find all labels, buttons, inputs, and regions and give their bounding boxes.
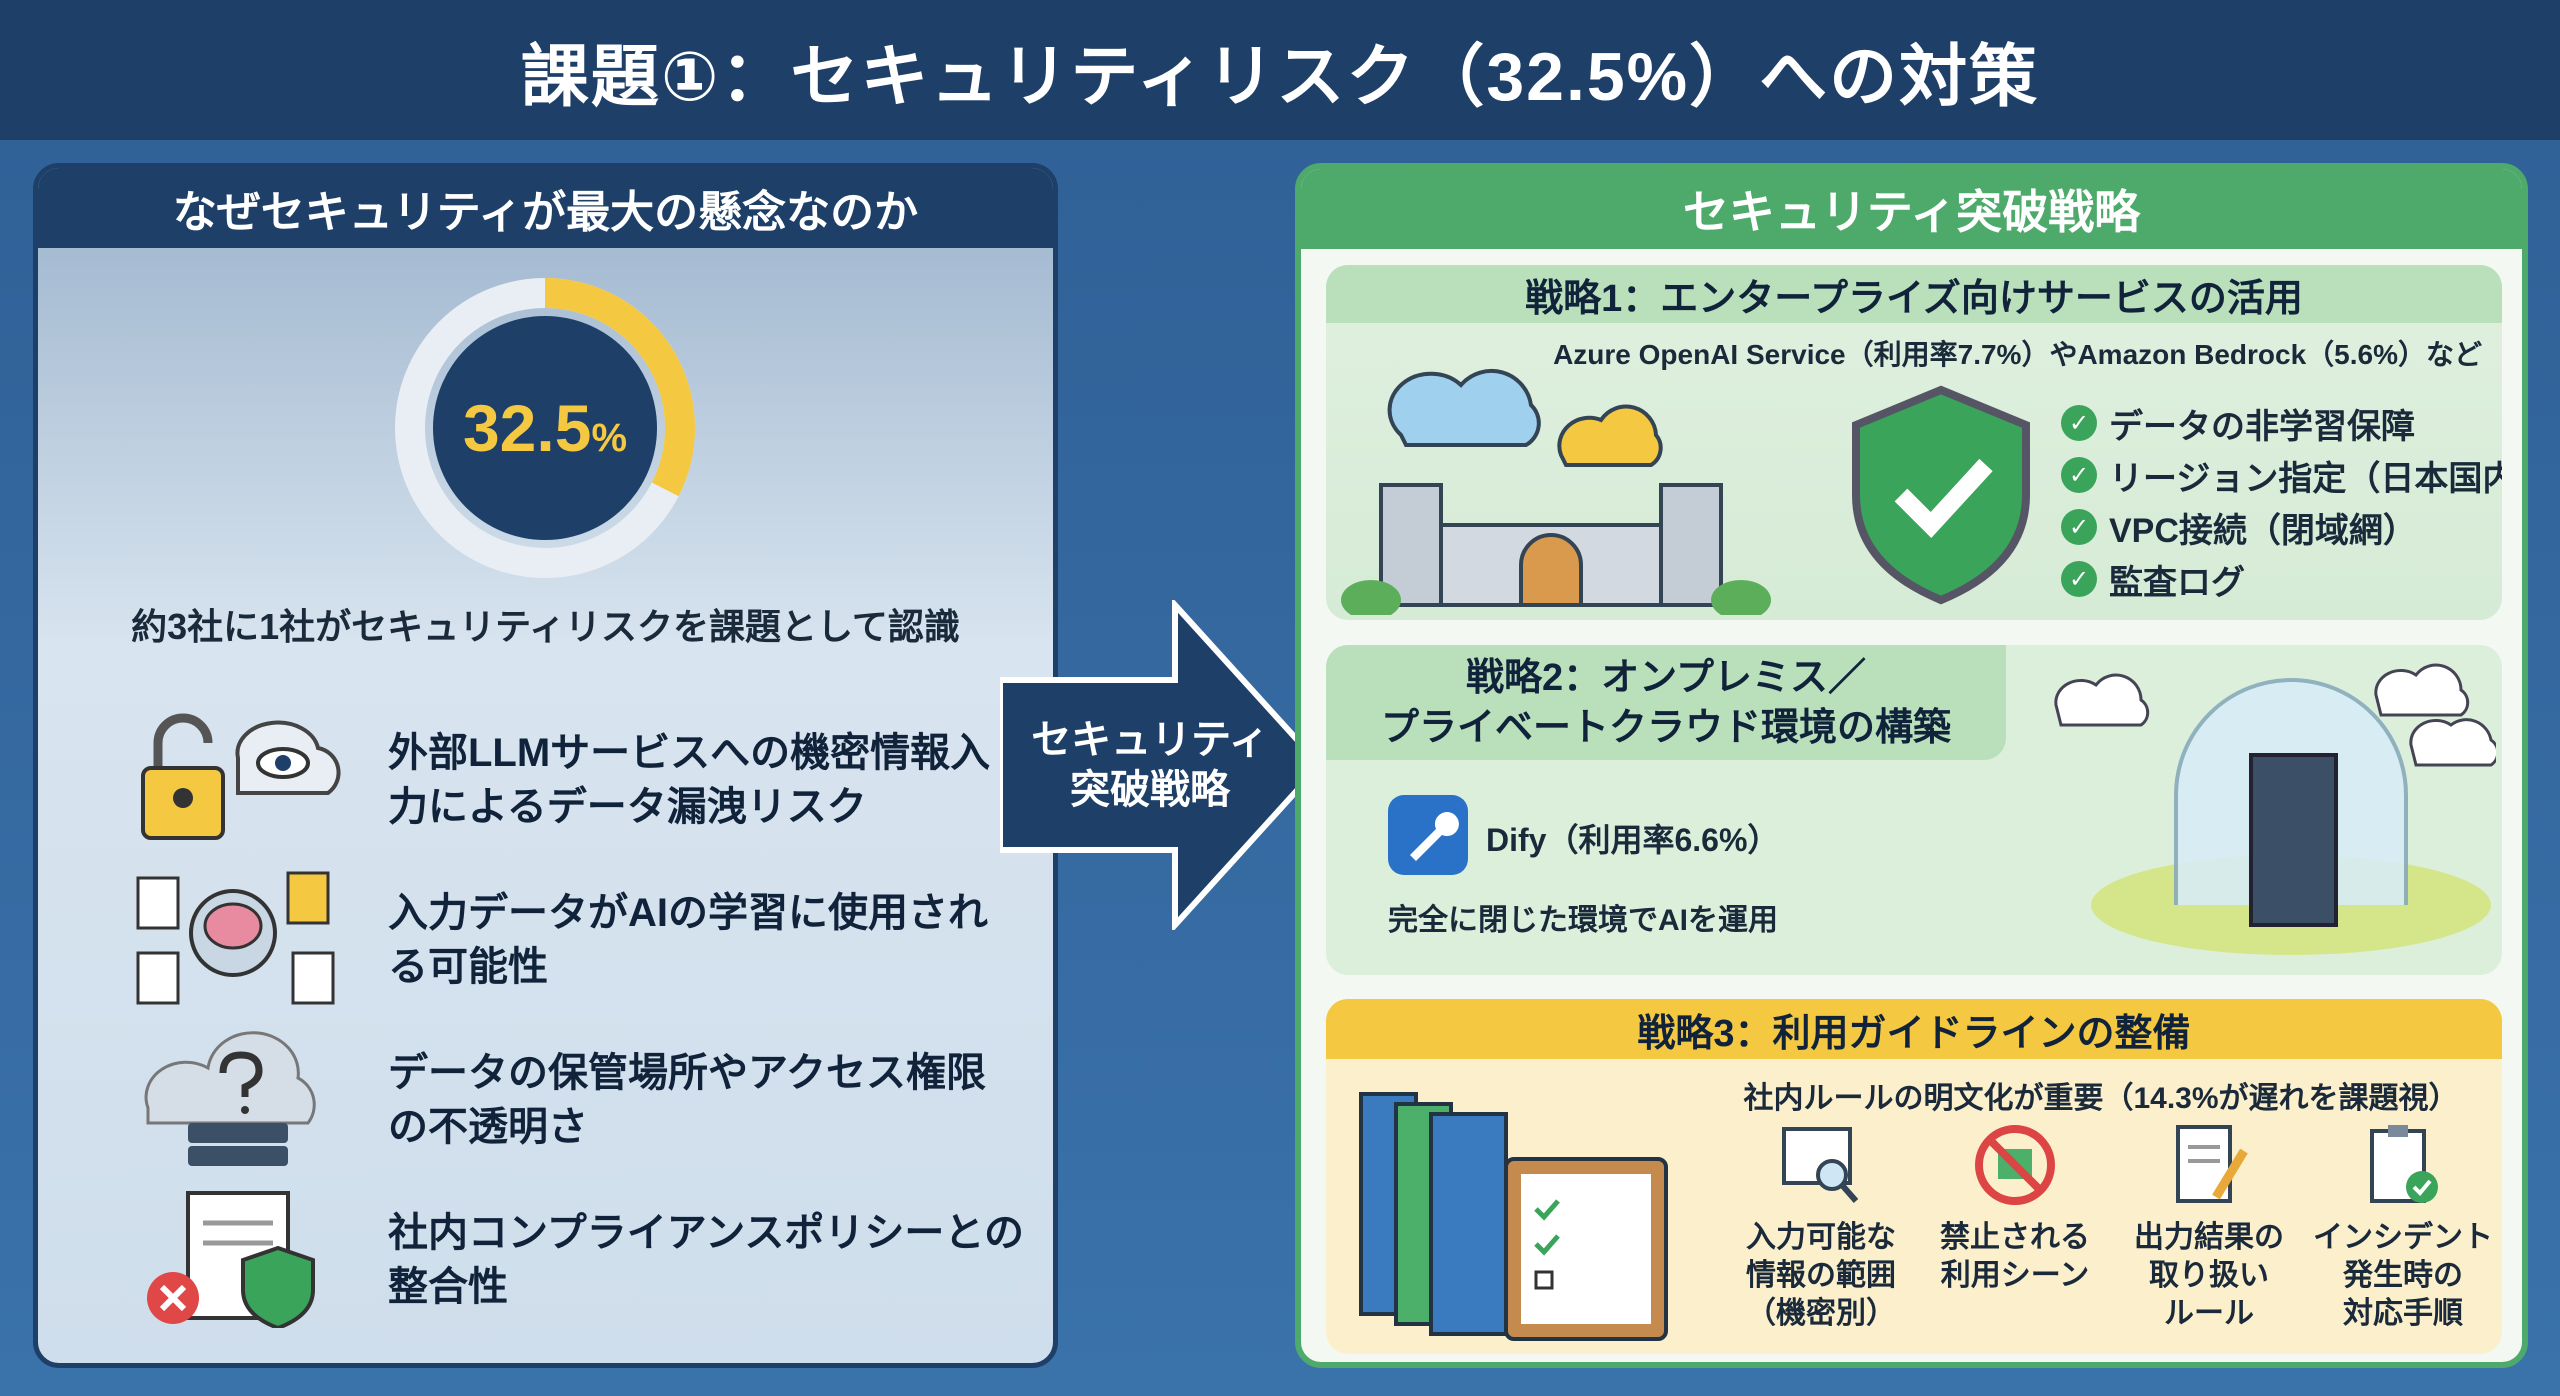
strategy-3-subtitle: 社内ルールの明文化が重要（14.3%が遅れを課題視）: [1743, 1082, 2459, 1115]
donut-chart: [395, 278, 695, 578]
check-icon: ✓: [2061, 405, 2097, 441]
check-icon: ✓: [2061, 509, 2097, 545]
risk-text-line: の不透明さ: [388, 1105, 588, 1149]
risk-text-line: 力によるデータ漏洩リスク: [388, 785, 867, 829]
brain-documents-icon: [136, 871, 335, 1005]
strategy-2-title: 戦略2：オンプレミス／プライベートクラウド環境の構築: [1326, 645, 2006, 760]
risk-text-line: 入力データがAIの学習に使用され: [388, 891, 988, 935]
guideline-item: インシデント発生時の対応手順: [2308, 1121, 2498, 1333]
guideline-list: 入力可能な情報の範囲（機密別） 禁止される利用シーン 出力結果の取り扱いルール …: [1726, 1121, 2498, 1333]
strategy-arrow: [1000, 600, 1325, 930]
guideline-item: 禁止される利用シーン: [1920, 1121, 2110, 1333]
check-item: ✓VPC接続（閉域網）: [2061, 501, 2502, 553]
strategy-1-card: 戦略1：エンタープライズ向けサービスの活用 Azure OpenAI Servi…: [1326, 265, 2502, 620]
page-title: 課題①：セキュリティリスク（32.5%）への対策: [0, 0, 2560, 140]
right-panel: セキュリティ突破戦略 戦略1：エンタープライズ向けサービスの活用 Azure O…: [1295, 163, 2528, 1368]
server-dome-cloud-icon: [2054, 663, 2496, 955]
risk-item: 社内コンプライアンスポリシーとの整合性: [78, 1188, 1038, 1338]
dify-label: Dify（利用率6.6%）: [1486, 822, 1780, 858]
castle-cloud-icon: [1341, 368, 1771, 615]
cloud-server-question-icon: [144, 1031, 316, 1166]
strategy-1-subtitle: Azure OpenAI Service（利用率7.7%）やAmazon Bed…: [1553, 339, 2482, 370]
books-clipboard-icon: [1359, 1092, 1668, 1341]
strategy-1-checklist: ✓データの非学習保障 ✓リージョン指定（日本国内） ✓VPC接続（閉域網） ✓監…: [2061, 397, 2502, 605]
guideline-item: 出力結果の取り扱いルール: [2114, 1121, 2304, 1333]
donut-caption: 約3社に1社がセキュリティリスクを課題として認識: [131, 606, 960, 647]
shield-check-icon: [1852, 385, 2030, 605]
risk-text-line: データの保管場所やアクセス権限: [388, 1051, 986, 1095]
donut-arc: [395, 278, 695, 578]
strategy-1-title: 戦略1：エンタープライズ向けサービスの活用: [1326, 265, 2502, 323]
unlocked-padlock-eye-icon: [141, 713, 341, 840]
risk-text-line: る可能性: [388, 945, 548, 989]
risk-text-line: 整合性: [388, 1265, 508, 1309]
dify-wrench-icon: [1388, 795, 1468, 875]
check-icon: ✓: [2061, 561, 2097, 597]
prohibited-icon: [1975, 1125, 2055, 1205]
risk-item: 入力データがAIの学習に使用される可能性: [78, 868, 1038, 1018]
arrow-label: セキュリティ突破戦略: [1031, 718, 1269, 812]
strategy-3-title: 戦略3：利用ガイドラインの整備: [1326, 999, 2502, 1059]
left-panel-header: なぜセキュリティが最大の懸念なのか: [38, 168, 1053, 248]
check-icon: ✓: [2061, 457, 2097, 493]
strategy-3-card: 戦略3：利用ガイドラインの整備 社内ルールの明文化が重要（14.3%が遅れを課題…: [1326, 999, 2502, 1354]
check-item: ✓データの非学習保障: [2061, 397, 2502, 449]
browser-magnifier-icon: [1782, 1127, 1859, 1203]
strategy-2-description: 完全に閉じた環境でAIを運用: [1388, 904, 1778, 937]
check-item: ✓リージョン指定（日本国内）: [2061, 449, 2502, 501]
document-pencil-icon: [2176, 1125, 2248, 1203]
risk-item: 外部LLMサービスへの機密情報入力によるデータ漏洩リスク: [78, 708, 1038, 858]
clipboard-check-icon: [2370, 1125, 2438, 1203]
risk-item: データの保管場所やアクセス権限の不透明さ: [78, 1028, 1038, 1178]
left-panel: なぜセキュリティが最大の懸念なのか 32.5% 約3社に1社がセキュリティリスク…: [33, 163, 1058, 1368]
document-shield-x-icon: [147, 1191, 315, 1328]
right-panel-header: セキュリティ突破戦略: [1301, 169, 2522, 249]
donut-value: 32.5%: [462, 391, 628, 465]
risk-text-line: 社内コンプライアンスポリシーとの: [388, 1211, 1024, 1255]
check-item: ✓監査ログ: [2061, 553, 2502, 605]
guideline-item: 入力可能な情報の範囲（機密別）: [1726, 1121, 1916, 1333]
strategy-2-card: 戦略2：オンプレミス／プライベートクラウド環境の構築 Dify（利用率6.6%）…: [1326, 645, 2502, 975]
risk-text-line: 外部LLMサービスへの機密情報入: [388, 731, 991, 775]
donut-center: [433, 316, 657, 540]
